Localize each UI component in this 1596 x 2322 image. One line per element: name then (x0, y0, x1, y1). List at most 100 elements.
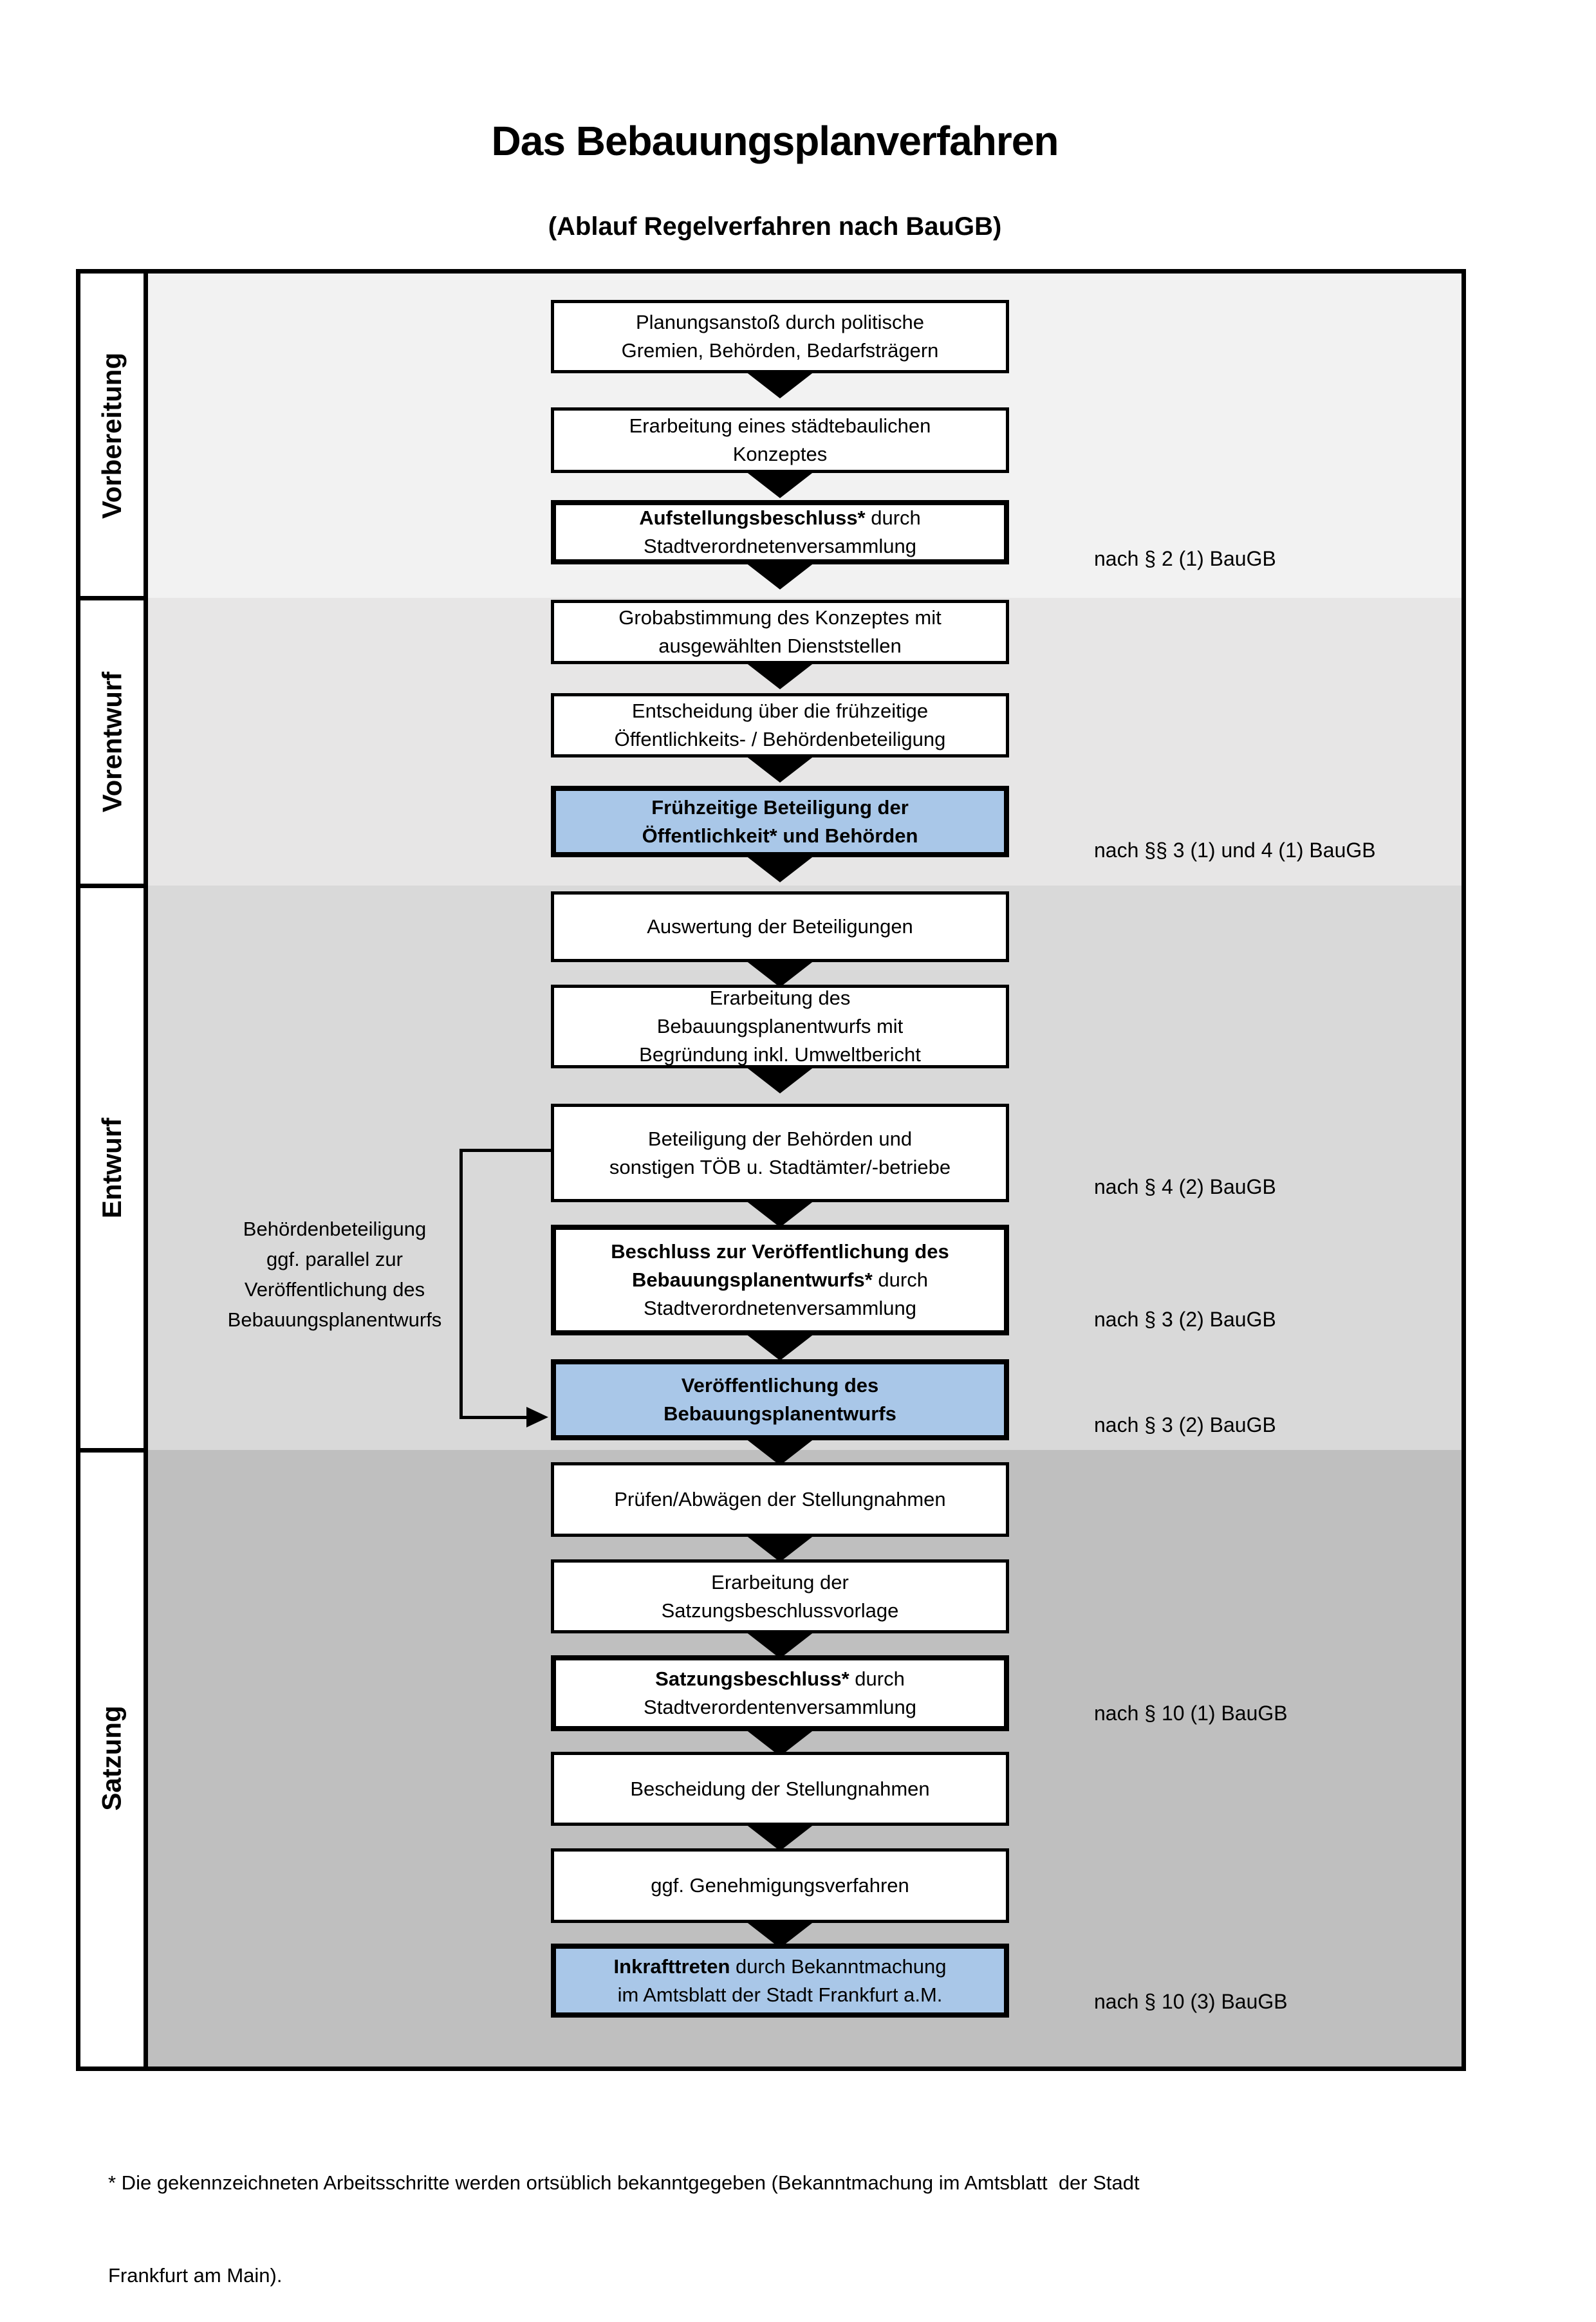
step-text-line: Erarbeitung eines städtebaulichen (629, 412, 931, 440)
flow-arrow-down-icon (745, 1333, 815, 1361)
step-text-segment: Stadtverordentenversammlung (644, 1696, 916, 1718)
step-text-line: Aufstellungsbeschluss* durch (639, 504, 921, 532)
step-text-segment: durch (849, 1667, 905, 1690)
step-text-line: Bebauungsplanentwurfs (663, 1400, 896, 1428)
step-beteiligung-behoerden: Beteiligung der Behörden und sonstigen TÖ… (551, 1104, 1009, 1202)
flow-arrow-down-icon (745, 1535, 815, 1562)
side-note-line: Bebauungsplanentwurfs (227, 1308, 442, 1331)
side-note-line: Veröffentlichung des (244, 1278, 425, 1301)
connector-line-top (459, 1149, 551, 1152)
flow-arrow-down-icon (745, 1066, 815, 1093)
step-text-segment: Frühzeitige Beteiligung der (651, 795, 909, 819)
flow-arrow-down-icon (745, 662, 815, 689)
step-text-line: Auswertung der Beteiligungen (647, 913, 913, 941)
phase-label-vorentwurf: Vorentwurf (80, 598, 144, 886)
step-text-line: Öffentlichkeit* und Behörden (642, 822, 918, 850)
step-text-line: ausgewählten Dienststellen (658, 632, 901, 660)
step-text-segment: durch (872, 1268, 928, 1291)
step-text-segment: Grobabstimmung des Konzeptes mit (618, 606, 942, 629)
step-text-segment: Erarbeitung eines städtebaulichen (629, 414, 931, 437)
step-text-line: Inkrafttreten durch Bekanntmachung (614, 1953, 947, 1981)
phase-label-satzung: Satzung (80, 1450, 144, 2067)
connector-arrow-right-icon (526, 1407, 548, 1427)
side-note: Behördenbeteiligung ggf. parallel zur Ve… (193, 1214, 476, 1335)
flow-arrow-down-icon (745, 471, 815, 498)
step-text-segment: ausgewählten Dienststellen (658, 635, 902, 657)
phase-divider (80, 884, 148, 888)
flow-arrow-down-icon (745, 960, 815, 987)
flow-arrow-down-icon (745, 1824, 815, 1851)
connector-line-vertical (459, 1149, 463, 1419)
step-text-segment: Öffentlichkeit* und Behörden (642, 824, 918, 847)
step-text-segment: durch Bekanntmachung (730, 1955, 947, 1978)
flow-arrow-down-icon (745, 1200, 815, 1227)
page-title: Das Bebauungsplanverfahren (491, 118, 1059, 164)
footnote: * Die gekennzeichneten Arbeitsschritte w… (108, 2106, 1505, 2322)
step-text-segment: Öffentlichkeits- / Behördenbeteiligung (614, 728, 946, 750)
step-grobabstimmung: Grobabstimmung des Konzeptes mit ausgewäh… (551, 600, 1009, 664)
step-text-segment: Konzeptes (732, 443, 828, 465)
step-text-segment: durch (865, 506, 921, 529)
phase-divider (80, 596, 148, 600)
side-note-line: Behördenbeteiligung (243, 1218, 427, 1240)
step-text-line: Gremien, Behörden, Bedarfsträgern (622, 337, 939, 365)
flow-arrow-down-icon (745, 371, 815, 398)
step-text-segment: Erarbeitung des (709, 987, 851, 1009)
step-text-line: Begründung inkl. Umweltbericht (639, 1041, 921, 1069)
flow-arrow-down-icon (745, 855, 815, 882)
step-text-line: Erarbeitung des (710, 984, 851, 1012)
connector-line-bottom (459, 1416, 526, 1419)
step-text-segment: Bescheidung der Stellungnahmen (630, 1777, 930, 1800)
phase-label-text: Entwurf (97, 1117, 127, 1218)
step-text-line: Bebauungsplanentwurfs* durch (632, 1266, 928, 1294)
phase-divider (80, 1448, 148, 1453)
step-text-line: Veröffentlichung des (682, 1371, 879, 1400)
step-text-segment: Planungsanstoß durch politische (635, 311, 925, 333)
flow-arrow-down-icon (745, 1438, 815, 1465)
step-text-segment: Bebauungsplanentwurfs* (632, 1268, 873, 1291)
step-text-segment: Beteiligung der Behörden und (647, 1127, 913, 1150)
flow-arrow-down-icon (745, 562, 815, 590)
step-text-segment: Veröffentlichung des (681, 1374, 879, 1397)
step-text-segment: Satzungsbeschlussvorlage (661, 1599, 899, 1622)
phase-label-entwurf: Entwurf (80, 886, 144, 1450)
step-text-segment: Satzungsbeschluss* (655, 1667, 849, 1690)
step-text-segment: Stadtverordnetenversammlung (644, 535, 916, 557)
legal-reference: nach § 3 (2) BauGB (1094, 1413, 1276, 1436)
step-text-line: Konzeptes (733, 440, 828, 469)
step-text-line: Prüfen/Abwägen der Stellungnahmen (614, 1485, 945, 1514)
step-text-line: Stadtverordnetenversammlung (644, 1294, 916, 1323)
legal-reference: nach § 10 (1) BauGB (1094, 1702, 1288, 1725)
step-text-line: Beteiligung der Behörden und (648, 1125, 912, 1153)
step-text-segment: Beschluss zur Veröffentlichung des (611, 1240, 949, 1263)
step-text-line: Erarbeitung der (711, 1568, 849, 1597)
step-text-line: Stadtverordentenversammlung (644, 1693, 916, 1722)
flow-arrow-down-icon (745, 1631, 815, 1658)
step-text-line: Stadtverordnetenversammlung (644, 532, 916, 561)
legal-reference: nach § 2 (1) BauGB (1094, 547, 1276, 570)
step-bescheidung-stellungnahmen: Bescheidung der Stellungnahmen (551, 1752, 1009, 1826)
phase-label-text: Vorbereitung (97, 352, 127, 519)
step-text-segment: ggf. Genehmigungsverfahren (651, 1874, 909, 1897)
step-text-segment: sonstigen TÖB u. Stadtämter/-betriebe (609, 1155, 951, 1178)
step-text-segment: Auswertung der Beteiligungen (647, 915, 913, 938)
footnote-line: Frankfurt am Main). (108, 2264, 283, 2287)
step-text-line: Frühzeitige Beteiligung der (651, 794, 909, 822)
step-text-segment: Aufstellungsbeschluss* (639, 506, 866, 529)
step-text-line: im Amtsblatt der Stadt Frankfurt a.M. (618, 1981, 943, 2009)
step-text-segment: Inkrafttreten (613, 1955, 730, 1978)
step-text-line: Bescheidung der Stellungnahmen (630, 1775, 929, 1803)
step-text-line: Entscheidung über die frühzeitige (632, 697, 928, 725)
step-text-segment: im Amtsblatt der Stadt Frankfurt a.M. (617, 1983, 943, 2006)
step-text-segment: Gremien, Behörden, Bedarfsträgern (621, 339, 939, 362)
step-text-line: ggf. Genehmigungsverfahren (651, 1872, 909, 1900)
legal-reference: nach §§ 3 (1) und 4 (1) BauGB (1094, 839, 1376, 862)
